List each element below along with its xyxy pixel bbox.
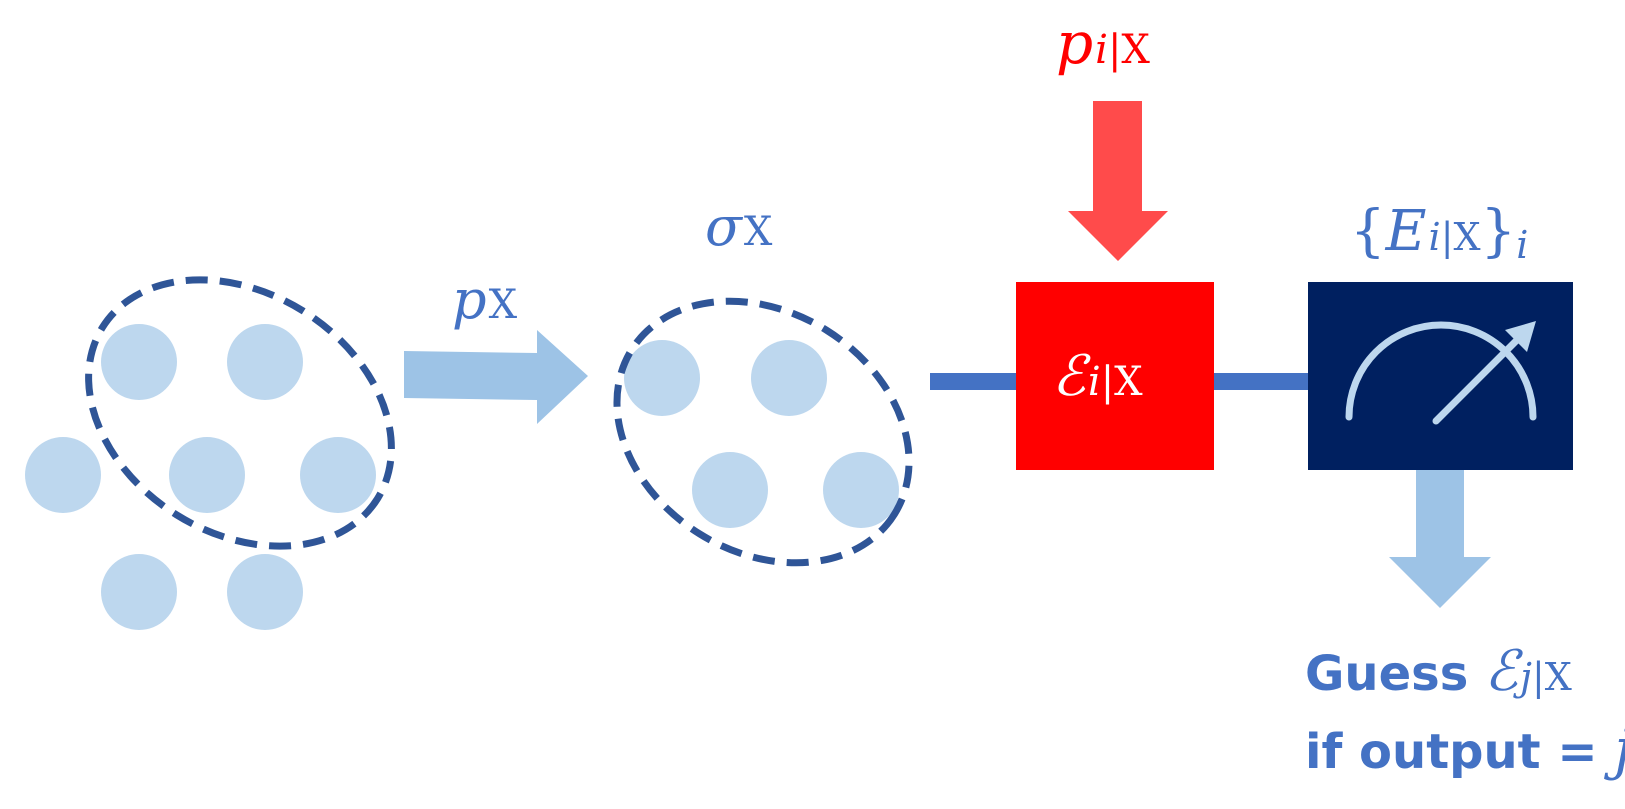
channel-box <box>1016 282 1214 470</box>
state-circle <box>300 437 376 513</box>
middle-wire <box>1212 373 1310 390</box>
condition-caption: if output = j <box>1305 717 1625 782</box>
state-circle <box>227 324 303 400</box>
p-i-x-label: pi|X <box>1056 9 1150 77</box>
state-circle <box>692 452 768 528</box>
measurement-box <box>1308 282 1573 470</box>
meter-gauge-icon <box>1345 321 1537 425</box>
subset-group <box>613 297 913 567</box>
sigma-x-label: σX <box>705 195 773 258</box>
ensemble-group <box>25 276 395 630</box>
povm-label: {Ei|X}i <box>1350 199 1528 267</box>
state-circle <box>25 437 101 513</box>
px-label: pX <box>452 268 518 331</box>
input-wire <box>930 373 1018 390</box>
state-circle <box>227 554 303 630</box>
probability-arrow <box>1068 101 1168 261</box>
sampling-arrow <box>404 330 588 424</box>
state-circle <box>169 437 245 513</box>
state-circle <box>101 554 177 630</box>
dashed-subset-outline <box>613 297 913 567</box>
state-circle <box>751 340 827 416</box>
output-arrow <box>1389 470 1491 608</box>
state-circle <box>101 324 177 400</box>
state-circle <box>624 340 700 416</box>
state-circle <box>823 452 899 528</box>
dashed-ensemble-outline <box>85 276 395 550</box>
meter-needle-head <box>1505 321 1536 352</box>
channel-label: ℰi|X <box>1052 344 1143 409</box>
